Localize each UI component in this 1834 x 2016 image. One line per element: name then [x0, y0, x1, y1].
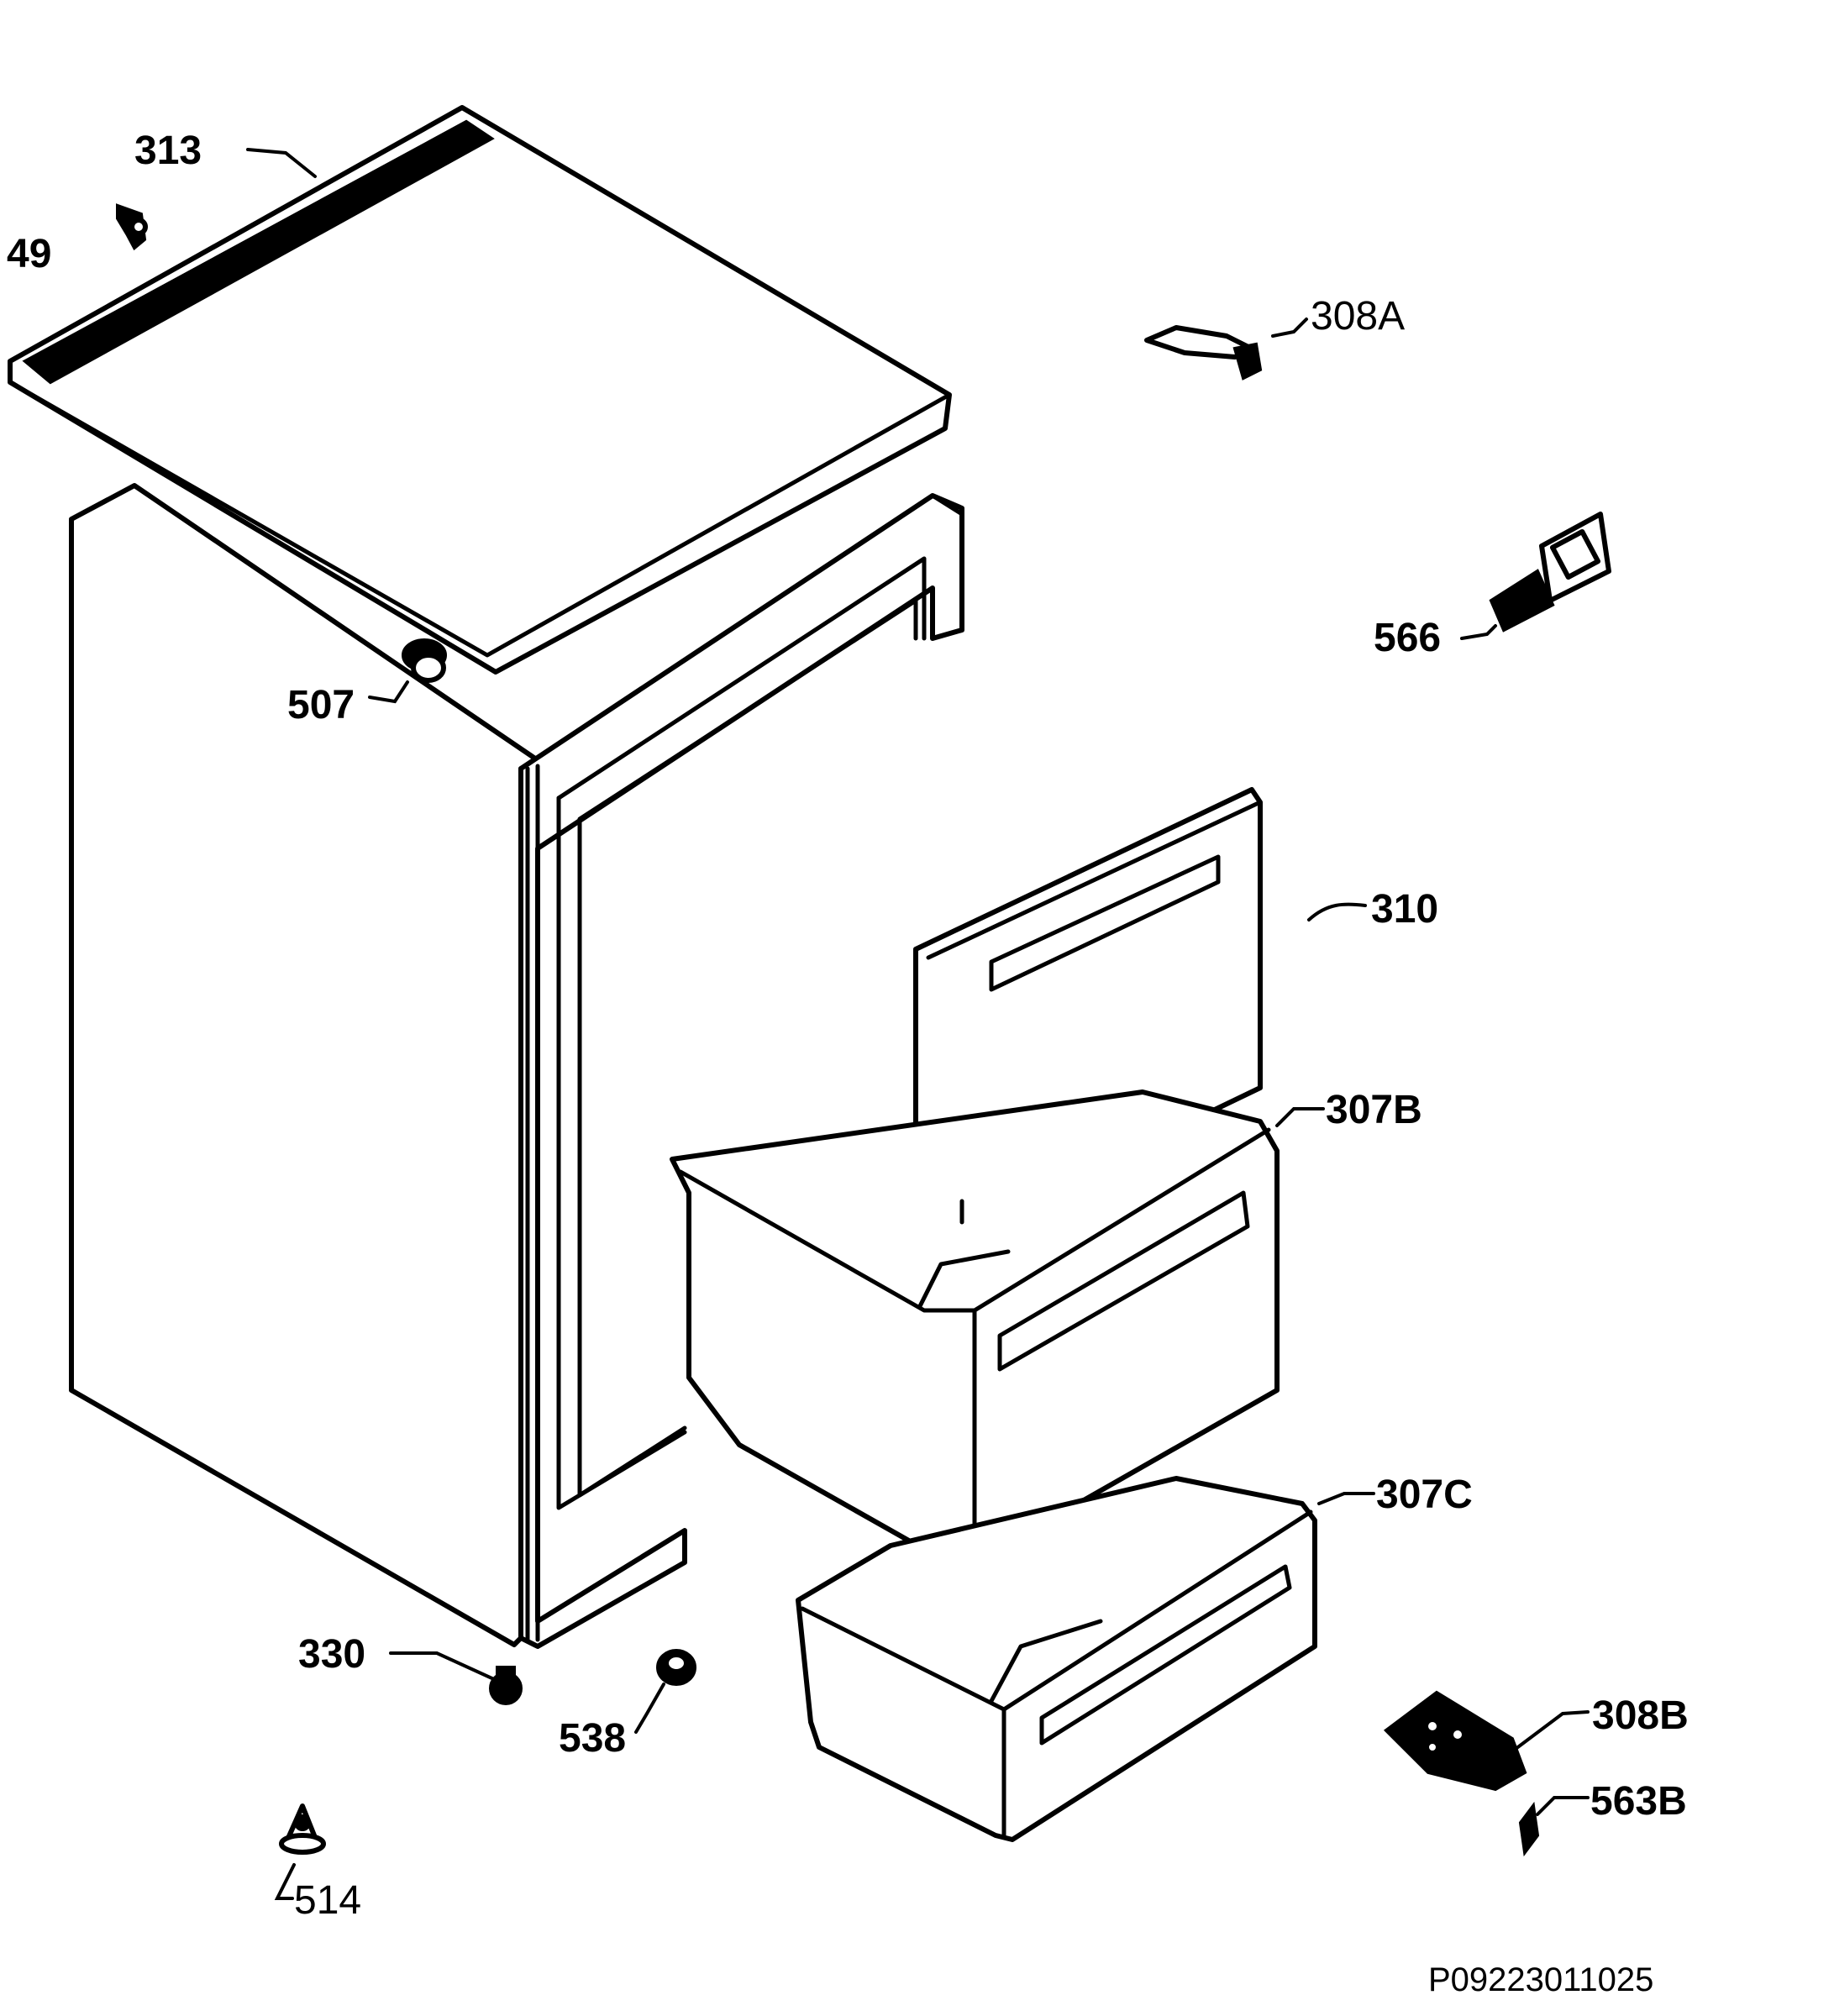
part-307C-drawer: [796, 1476, 1317, 1842]
label-307B: 307B: [1326, 1088, 1422, 1132]
label-514: 514: [294, 1878, 361, 1923]
part-308B-hinge: [1383, 1690, 1527, 1792]
label-563B: 563B: [1590, 1779, 1687, 1824]
part-330-foot: [489, 1666, 523, 1705]
label-308A: 308A: [1311, 294, 1405, 339]
label-566: 566: [1374, 616, 1441, 660]
part-563B-screw: [1518, 1801, 1540, 1857]
leader-lines: [246, 148, 1590, 1900]
label-313: 313: [134, 129, 202, 173]
label-310: 310: [1371, 887, 1438, 932]
part-538-cap: [656, 1649, 696, 1686]
label-330: 330: [298, 1632, 365, 1677]
part-566-latch: [1489, 512, 1611, 633]
part-514-foot: [279, 1803, 326, 1855]
part-308A-hinge: [1144, 325, 1263, 381]
part-labels: 49 313 308A 566 507 310 307B 307C 330 53…: [7, 129, 1689, 1923]
part-507-plug: [402, 638, 447, 683]
part-49-screw: [116, 203, 148, 251]
label-308B: 308B: [1592, 1693, 1689, 1738]
label-507: 507: [287, 683, 355, 727]
part-313-top-cover: [8, 105, 952, 675]
diagram-reference-code: P09223011025: [1428, 1961, 1653, 1998]
label-49: 49: [7, 232, 51, 276]
label-307C: 307C: [1376, 1473, 1473, 1517]
label-538: 538: [559, 1716, 626, 1761]
cabinet-body: [69, 483, 964, 1649]
